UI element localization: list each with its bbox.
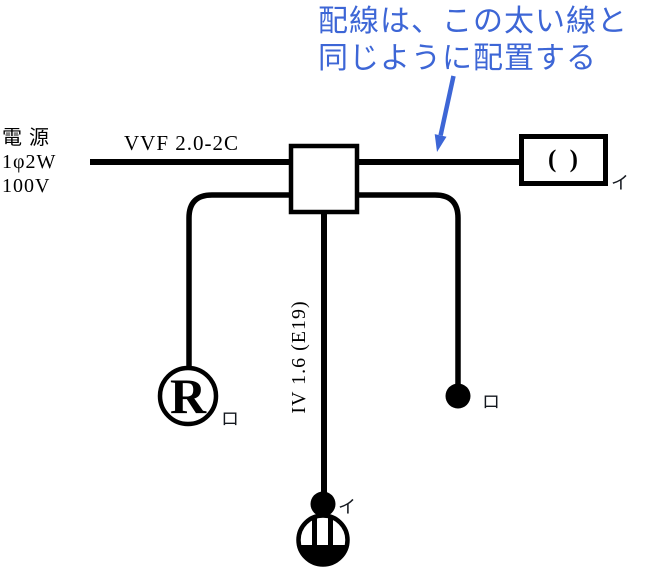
rosette-parentheses: ( ) [548,146,578,173]
terminal-dot-right [445,383,471,409]
tag-ro-right-terminal: ロ [482,392,500,412]
power-source-label: 電 源 [2,127,50,149]
tag-ro-receptacle: ロ [221,409,239,429]
annotation-text-line-2: 同じように配置する [318,42,597,75]
power-voltage-label: 100V [2,175,51,197]
ceiling-light-filled-segment [298,545,348,566]
terminal-dot-bottom [310,491,336,517]
annotation-arrow-shaft [438,75,456,136]
conduit-type-label: IV 1.6 (E19) [288,300,310,414]
cable-type-label: VVF 2.0-2C [124,131,240,155]
annotation-text-line-1: 配線は、この太い線と [318,5,628,38]
power-phase-label: 1φ2W [2,151,57,173]
branch-wire-right [355,192,461,386]
junction-box-symbol [288,143,360,215]
branch-wire-left [186,192,293,369]
receptacle-letter: R [169,368,207,424]
tag-i-bottom-terminal: イ [338,497,356,517]
annotation-arrow-head [434,134,447,152]
rosette-box-symbol [519,134,608,186]
receptacle-circle-symbol [157,365,219,427]
tag-i-outlet-box: イ [611,173,629,193]
